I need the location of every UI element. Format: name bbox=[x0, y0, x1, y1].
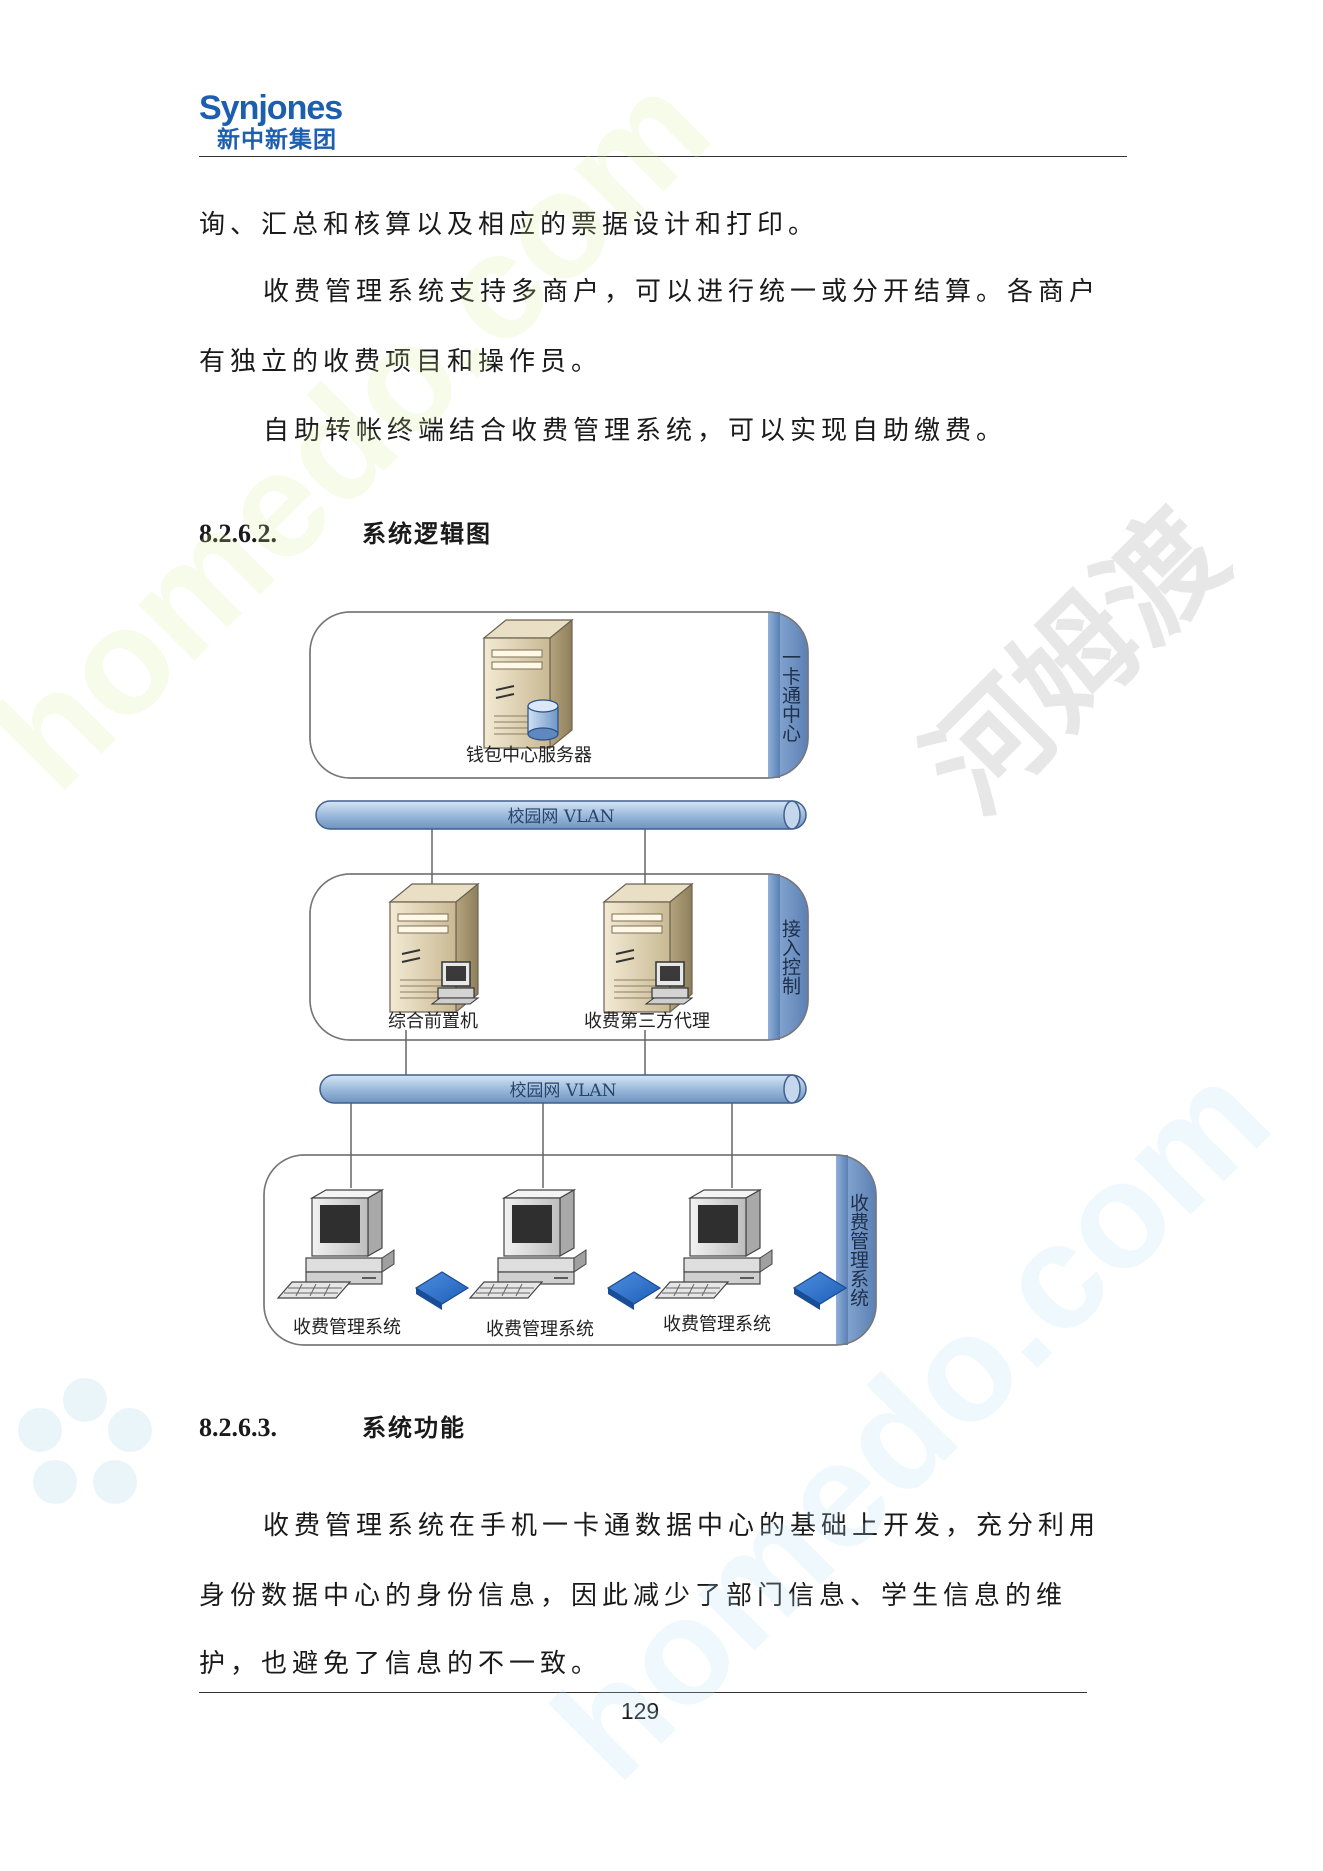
zone-center-label: 一卡通中心 bbox=[779, 648, 801, 743]
proxy-server-icon bbox=[603, 883, 693, 1013]
paragraph-line: 收费管理系统在手机一卡通数据中心的基础上开发，充分利用 bbox=[263, 1511, 1101, 1541]
vlan-label-2: 校园网 VLAN bbox=[509, 1081, 616, 1101]
vlan-pipe-2 bbox=[319, 1074, 807, 1104]
watermark-flower-icon bbox=[10, 1370, 160, 1520]
company-logo-chinese: 新中新集团 bbox=[217, 127, 337, 153]
zone-billing-label: 收费管理系统 bbox=[847, 1193, 869, 1307]
section-number: 8.2.6.3. bbox=[199, 1413, 277, 1442]
client-label: 收费管理系统 bbox=[293, 1317, 401, 1338]
front-label: 综合前置机 bbox=[388, 1011, 478, 1032]
client-label: 收费管理系统 bbox=[486, 1319, 594, 1340]
section-title: 系统功能 bbox=[362, 1414, 466, 1442]
footer-rule bbox=[199, 1692, 1087, 1693]
paragraph-line: 身份数据中心的身份信息，因此减少了部门信息、学生信息的维 bbox=[199, 1581, 1068, 1611]
front-server-icon bbox=[389, 883, 479, 1013]
zone-access-label: 接入控制 bbox=[779, 919, 801, 995]
client-label: 收费管理系统 bbox=[663, 1314, 771, 1335]
paragraph-line: 询、汇总和核算以及相应的票据设计和打印。 bbox=[199, 210, 820, 240]
paragraph-line: 自助转帐终端结合收费管理系统，可以实现自助缴费。 bbox=[263, 416, 1008, 446]
vlan-pipe-1 bbox=[315, 800, 807, 830]
header-rule bbox=[199, 156, 1127, 157]
server-label: 钱包中心服务器 bbox=[466, 745, 592, 766]
section-heading: 8.2.6.3. 系统功能 bbox=[199, 1410, 599, 1446]
section-number: 8.2.6.2. bbox=[199, 519, 277, 548]
paragraph-line: 护，也避免了信息的不一致。 bbox=[199, 1649, 603, 1679]
page-number: 129 bbox=[620, 1698, 660, 1724]
vlan-label-1: 校园网 VLAN bbox=[507, 807, 614, 827]
wallet-server-icon bbox=[483, 619, 573, 749]
paragraph-line: 有独立的收费项目和操作员。 bbox=[199, 347, 603, 377]
section-heading: 8.2.6.2. 系统逻辑图 bbox=[199, 516, 599, 552]
company-logo-text: Synjones bbox=[199, 89, 343, 127]
proxy-label: 收费第三方代理 bbox=[584, 1011, 710, 1032]
section-title: 系统逻辑图 bbox=[362, 520, 492, 548]
zone-access-frame bbox=[309, 873, 809, 1041]
paragraph-line: 收费管理系统支持多商户，可以进行统一或分开结算。各商户 bbox=[263, 277, 1101, 307]
